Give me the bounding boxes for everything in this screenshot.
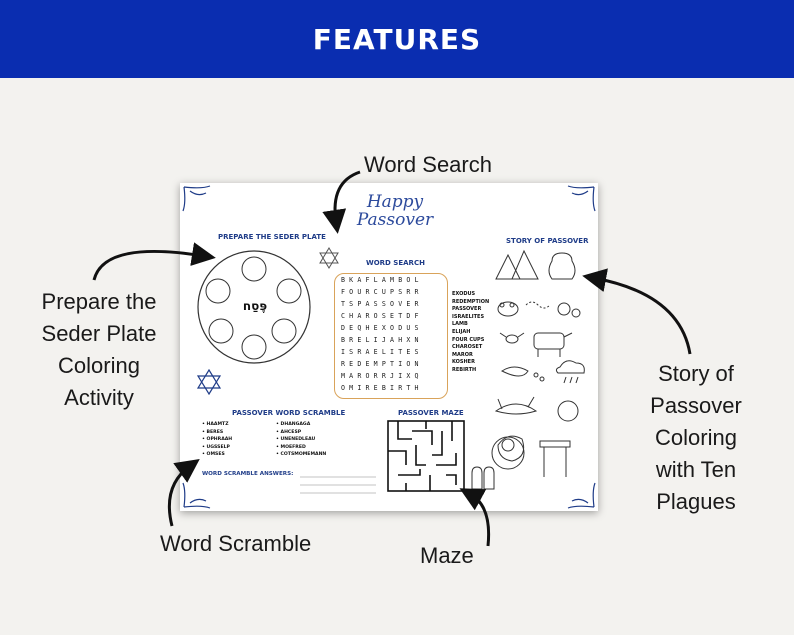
word-list-item: CHAROSET xyxy=(452,344,483,351)
grid-row: CHAROSETDF xyxy=(341,312,423,320)
label-line: Activity xyxy=(64,385,134,410)
label-word-search: Word Search xyxy=(364,152,492,177)
word-list-item: KOSHER xyxy=(452,359,475,366)
scramble-item: • OPHRAAH xyxy=(202,437,233,443)
scramble-list-left: • HAAMTZ • BERES • OPHRAAH• UGSSELP • OMSES xyxy=(202,421,232,459)
grid-row: FOURCUPSRR xyxy=(341,288,423,296)
scramble-item: • HAAMTZ xyxy=(202,422,229,427)
grid-row: REDEMPTION xyxy=(341,360,423,368)
scramble-answer-lines xyxy=(300,476,376,494)
seder-plate-drawing xyxy=(197,250,311,364)
scramble-list-right: • DHANGAGA • AHCESP • UNENEDLEAU• MOEFRED •… xyxy=(276,421,326,459)
grid-row: BRELIJAHXN xyxy=(341,336,423,344)
label-line: Coloring xyxy=(655,425,737,450)
label-line: Prepare the xyxy=(41,289,157,314)
scramble-item: • OMSES xyxy=(202,452,225,458)
ten-plagues-illustrations xyxy=(494,249,585,477)
maze-heading: PASSOVER MAZE xyxy=(398,409,464,417)
label-line: with Ten xyxy=(655,457,737,482)
grid-row: BKAFLAMBOL xyxy=(341,276,423,284)
label-word-scramble: Word Scramble xyxy=(160,531,312,556)
label-line: Story of xyxy=(658,361,734,386)
word-list-item: REBIRTH xyxy=(452,366,477,373)
grid-row: MARORRJIXQ xyxy=(341,372,423,380)
star-of-david-icon xyxy=(319,247,339,269)
corner-ornament-icon xyxy=(182,185,596,509)
scramble-item: • BERES xyxy=(202,429,224,435)
maze-drawing xyxy=(387,420,465,492)
word-list-item: PASSOVER xyxy=(452,306,482,313)
scramble-item: • UNENEDLEAU xyxy=(276,437,316,443)
label-maze: Maze xyxy=(420,543,474,568)
word-list-item: ELIJAH xyxy=(452,328,471,335)
grid-row: OMIREBIRTH xyxy=(341,384,423,392)
word-list-item: EXODUS xyxy=(452,291,476,297)
label-line: Seder Plate xyxy=(41,321,157,346)
grid-row: ISRAELITES xyxy=(341,348,423,356)
title-line-2: Passover xyxy=(356,210,434,230)
scramble-item: • COTSMOMEMANN xyxy=(276,452,327,458)
word-list-item: FOUR CUPS xyxy=(452,336,485,343)
tablets-icon xyxy=(471,466,495,490)
word-list-item: REDEMPTION xyxy=(452,298,490,305)
label-line: Coloring xyxy=(58,353,140,378)
star-of-david-icon xyxy=(196,369,222,395)
scramble-item: • AHCESP xyxy=(276,429,302,435)
word-list-item: ISRAELITES xyxy=(452,313,485,320)
arrow-story xyxy=(582,268,692,355)
happy-passover-title: Happy Passover xyxy=(340,193,450,229)
scramble-answers-heading: WORD SCRAMBLE ANSWERS: xyxy=(202,471,294,477)
features-banner: FEATURES xyxy=(0,0,794,78)
label-line: Passover xyxy=(650,393,742,418)
grid-row: TSPASSOVER xyxy=(341,300,423,308)
placemat-preview: Happy Passover PREPARE THE SEDER PLATE פ… xyxy=(180,183,598,511)
title-line-1: Happy xyxy=(366,192,424,212)
seder-plate-center-text: פֶּסַח xyxy=(242,299,268,313)
baby-moses-drawing xyxy=(491,436,525,470)
word-list-item: MAROR xyxy=(452,351,473,358)
story-heading: STORY OF PASSOVER xyxy=(506,237,589,245)
scramble-item: • UGSSELP xyxy=(202,444,230,450)
word-list-item: LAMB xyxy=(452,321,468,328)
banner-title: FEATURES xyxy=(312,22,482,56)
seder-plate-heading: PREPARE THE SEDER PLATE xyxy=(218,233,326,241)
label-line: Plagues xyxy=(656,489,736,514)
scramble-item: • MOEFRED xyxy=(276,444,306,450)
word-search-grid: BKAFLAMBOL FOURCUPSRR TSPASSOVER CHAROSETDF… xyxy=(334,273,448,399)
scramble-heading: PASSOVER WORD SCRAMBLE xyxy=(232,409,346,417)
scramble-item: • DHANGAGA xyxy=(276,422,311,427)
grid-row: DEQHEXODUS xyxy=(341,324,423,332)
word-search-heading: WORD SEARCH xyxy=(366,259,425,267)
